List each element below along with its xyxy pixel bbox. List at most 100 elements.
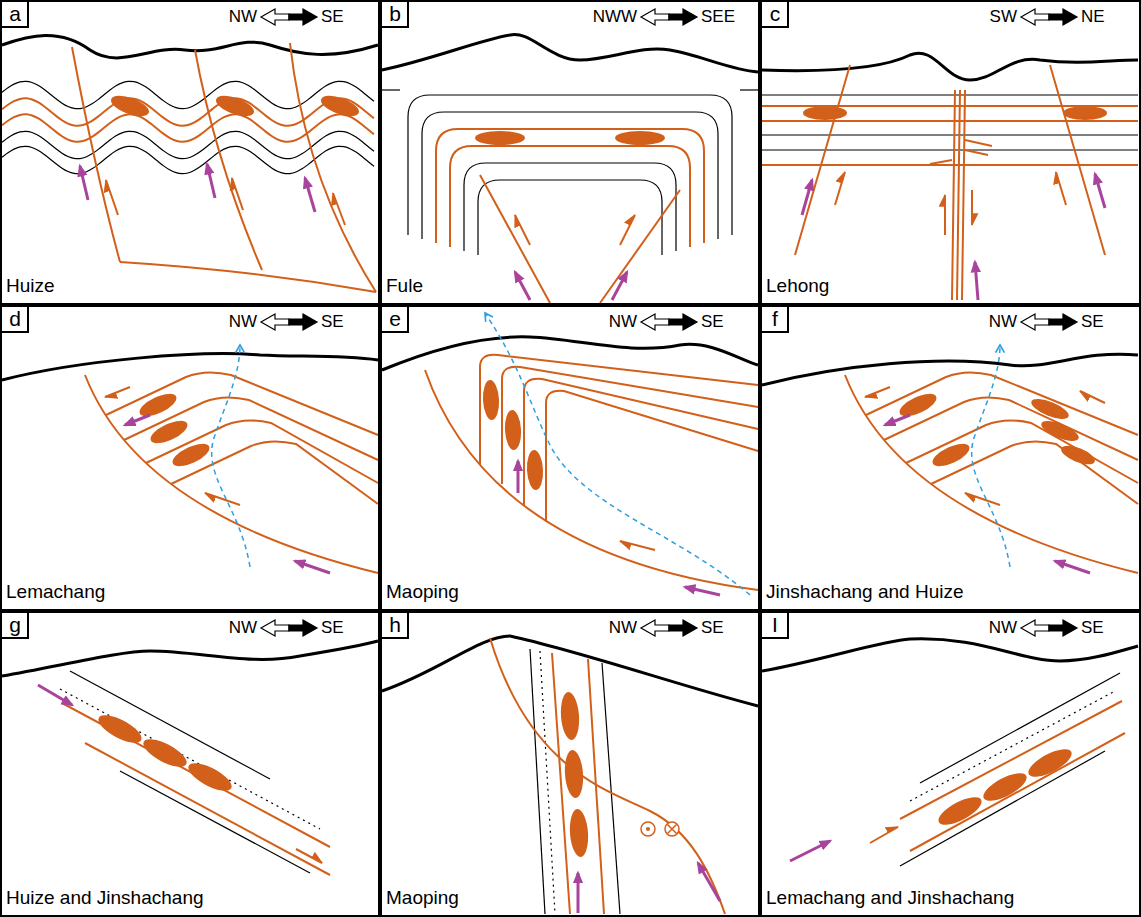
fault-or-ore-layer bbox=[425, 370, 758, 590]
orientation-arrow bbox=[641, 9, 669, 25]
fault-or-ore-layer bbox=[600, 190, 680, 303]
panel-letter-box bbox=[1, 1, 28, 27]
fault-or-ore-layer bbox=[762, 120, 1138, 122]
orientation-arrow bbox=[289, 620, 317, 636]
slip-arrow bbox=[106, 180, 118, 215]
panel-letter-box bbox=[761, 1, 788, 27]
orebody bbox=[935, 792, 986, 830]
panel-letter: f bbox=[772, 307, 778, 330]
fault-or-ore-layer bbox=[910, 733, 1125, 851]
slip-arrow bbox=[296, 849, 322, 863]
stratum-line bbox=[2, 131, 374, 158]
orientation-label: SEE bbox=[701, 8, 735, 27]
panel bbox=[381, 306, 759, 610]
fault-or-ore-layer bbox=[930, 160, 952, 164]
panel-letter: e bbox=[389, 307, 401, 330]
orientation-label: NW bbox=[229, 8, 257, 27]
panel bbox=[381, 612, 759, 916]
panel-letter-box bbox=[761, 306, 788, 332]
stratum-line bbox=[920, 673, 1120, 783]
panel bbox=[381, 1, 759, 304]
orebody bbox=[615, 131, 665, 145]
orebody bbox=[185, 758, 236, 796]
fault-or-ore-layer bbox=[906, 420, 1138, 483]
stress-arrow bbox=[975, 262, 978, 300]
fault-or-ore-layer bbox=[2, 114, 374, 141]
slip-arrow bbox=[205, 493, 240, 505]
stress-arrow bbox=[1055, 561, 1090, 573]
slip-arrow bbox=[620, 215, 635, 245]
orientation-arrow bbox=[1021, 620, 1077, 636]
orebody bbox=[169, 439, 212, 470]
stress-arrow bbox=[685, 587, 720, 595]
panel bbox=[1, 306, 379, 610]
fluid-pathway bbox=[972, 345, 1010, 567]
stratum-line bbox=[70, 671, 270, 779]
ground-surface bbox=[2, 641, 378, 676]
orientation-label: SE bbox=[321, 619, 344, 638]
orientation-arrow bbox=[261, 620, 317, 636]
stress-arrow bbox=[305, 178, 315, 212]
orientation-label: NW bbox=[989, 313, 1017, 332]
orientation-arrow bbox=[1021, 314, 1077, 330]
fault-or-ore-layer bbox=[795, 65, 850, 255]
panel-letter: d bbox=[9, 307, 21, 330]
slip-arrow bbox=[105, 387, 130, 397]
orientation-label: NW bbox=[989, 619, 1017, 638]
stratum-line bbox=[740, 89, 758, 90]
slip-arrow bbox=[865, 387, 890, 397]
panel bbox=[761, 1, 1140, 304]
fault-or-ore-layer bbox=[965, 140, 992, 146]
fault-or-ore-layer bbox=[490, 638, 725, 914]
orebody bbox=[213, 92, 256, 121]
orientation-arrow bbox=[641, 620, 697, 636]
fault-or-ore-layer bbox=[762, 164, 1138, 166]
fault-or-ore-layer bbox=[2, 98, 374, 125]
orientation-arrow bbox=[669, 9, 697, 25]
orientation-arrow bbox=[261, 314, 289, 330]
fault-or-ore-layer bbox=[106, 372, 378, 435]
stratum-line bbox=[762, 134, 1138, 135]
stratum-line bbox=[478, 180, 662, 255]
orientation-arrow bbox=[261, 9, 317, 25]
location-name: Huize bbox=[6, 276, 55, 297]
fault-or-ore-layer bbox=[480, 175, 550, 303]
strike-slip-symbol bbox=[646, 827, 650, 831]
orientation-label: SE bbox=[321, 8, 344, 27]
stratum-line bbox=[464, 163, 676, 251]
slip-arrow bbox=[965, 493, 1000, 505]
panel-frame bbox=[761, 612, 1140, 916]
panel-frame bbox=[761, 1, 1140, 304]
location-name: Fule bbox=[386, 276, 423, 297]
orientation-arrow bbox=[641, 314, 697, 330]
orientation-label: SE bbox=[1081, 313, 1104, 332]
strike-slip-symbol bbox=[641, 822, 655, 836]
stress-arrow bbox=[125, 415, 150, 425]
orientation-label: SE bbox=[701, 313, 724, 332]
orebody bbox=[475, 131, 525, 145]
stress-arrow bbox=[790, 841, 830, 861]
orientation-arrow bbox=[261, 314, 317, 330]
stress-arrow bbox=[698, 863, 720, 901]
fault-or-ore-layer bbox=[957, 90, 960, 300]
ground-surface bbox=[382, 337, 758, 370]
orientation-arrow bbox=[1049, 620, 1077, 636]
orebody bbox=[1029, 395, 1071, 423]
orebody bbox=[1039, 417, 1081, 445]
fault-or-ore-layer bbox=[480, 355, 758, 465]
orebody bbox=[136, 389, 179, 420]
orientation-arrow bbox=[1021, 620, 1049, 636]
location-name: Lemachang bbox=[6, 582, 105, 603]
panel-frame bbox=[761, 306, 1140, 610]
orientation-label: SE bbox=[1081, 619, 1104, 638]
slip-arrow bbox=[515, 215, 530, 245]
fault-or-ore-layer bbox=[62, 703, 330, 847]
strike-slip-symbol bbox=[668, 825, 677, 834]
orientation-label: NW bbox=[229, 313, 257, 332]
orebody bbox=[318, 92, 361, 121]
orientation-arrow bbox=[641, 620, 669, 636]
panel-frame bbox=[1, 1, 379, 304]
location-name: Huize and Jinshachang bbox=[6, 888, 204, 909]
panel-letter: b bbox=[389, 2, 401, 25]
location-name: Jinshachang and Huize bbox=[766, 582, 964, 603]
